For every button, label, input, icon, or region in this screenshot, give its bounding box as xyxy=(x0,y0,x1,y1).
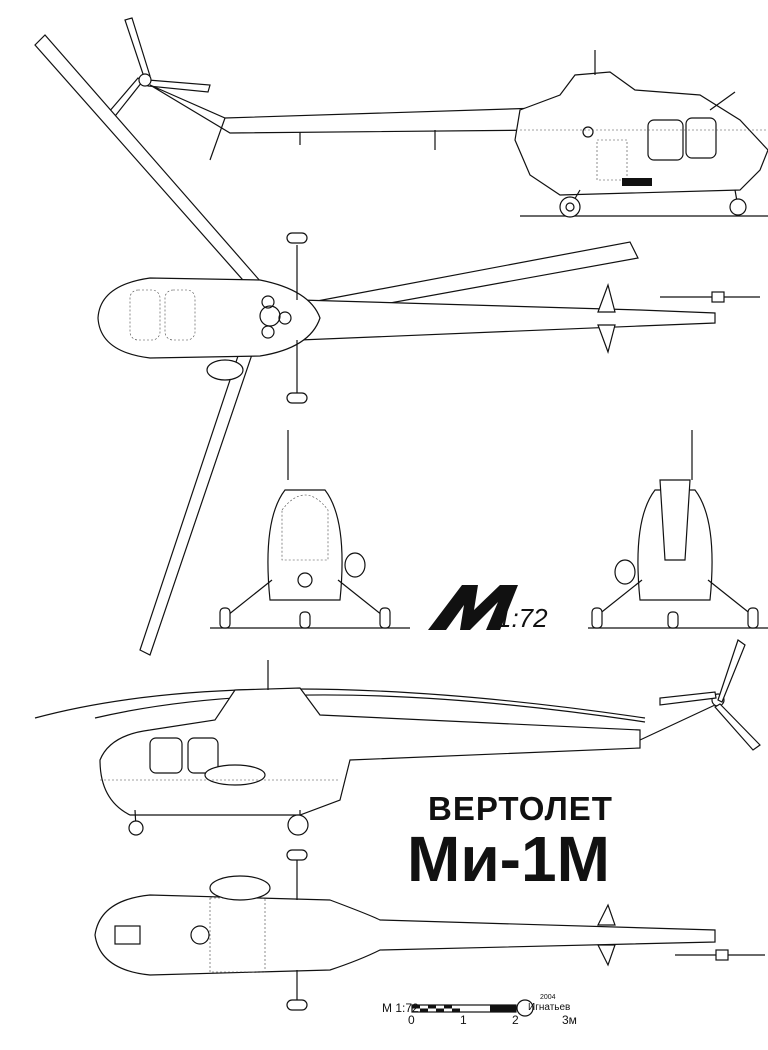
logo-scale: 1:72 xyxy=(497,603,548,633)
main-wheel-icon xyxy=(559,196,581,218)
scale-tick-0: 0 xyxy=(408,1013,415,1027)
signature-mark-icon xyxy=(516,999,534,1017)
rear-view xyxy=(588,430,768,629)
signature-year: 2004 xyxy=(540,994,556,1001)
title-type: ВЕРТОЛЕТ xyxy=(428,790,613,827)
nose-wheel-icon xyxy=(729,198,747,216)
scale-tick-2: 2 xyxy=(512,1013,519,1027)
scale-bar xyxy=(411,999,534,1017)
side-view-top xyxy=(101,17,768,218)
rotor-hub-icon xyxy=(259,305,281,327)
scale-tick-1: 1 xyxy=(460,1013,467,1027)
plan-view-bottom xyxy=(94,849,765,1011)
tail-rotor-side-bottom xyxy=(659,639,761,751)
author-signature: Игнатьев xyxy=(528,1002,571,1013)
scale-bar-label: M 1:72 xyxy=(382,1001,419,1015)
title-model: Ми-1М xyxy=(407,823,610,895)
m-logo xyxy=(428,585,518,630)
scale-tick-3: 3м xyxy=(562,1013,577,1027)
side-view-bottom xyxy=(34,639,761,836)
front-view xyxy=(210,430,410,629)
plan-view-top xyxy=(34,34,760,656)
